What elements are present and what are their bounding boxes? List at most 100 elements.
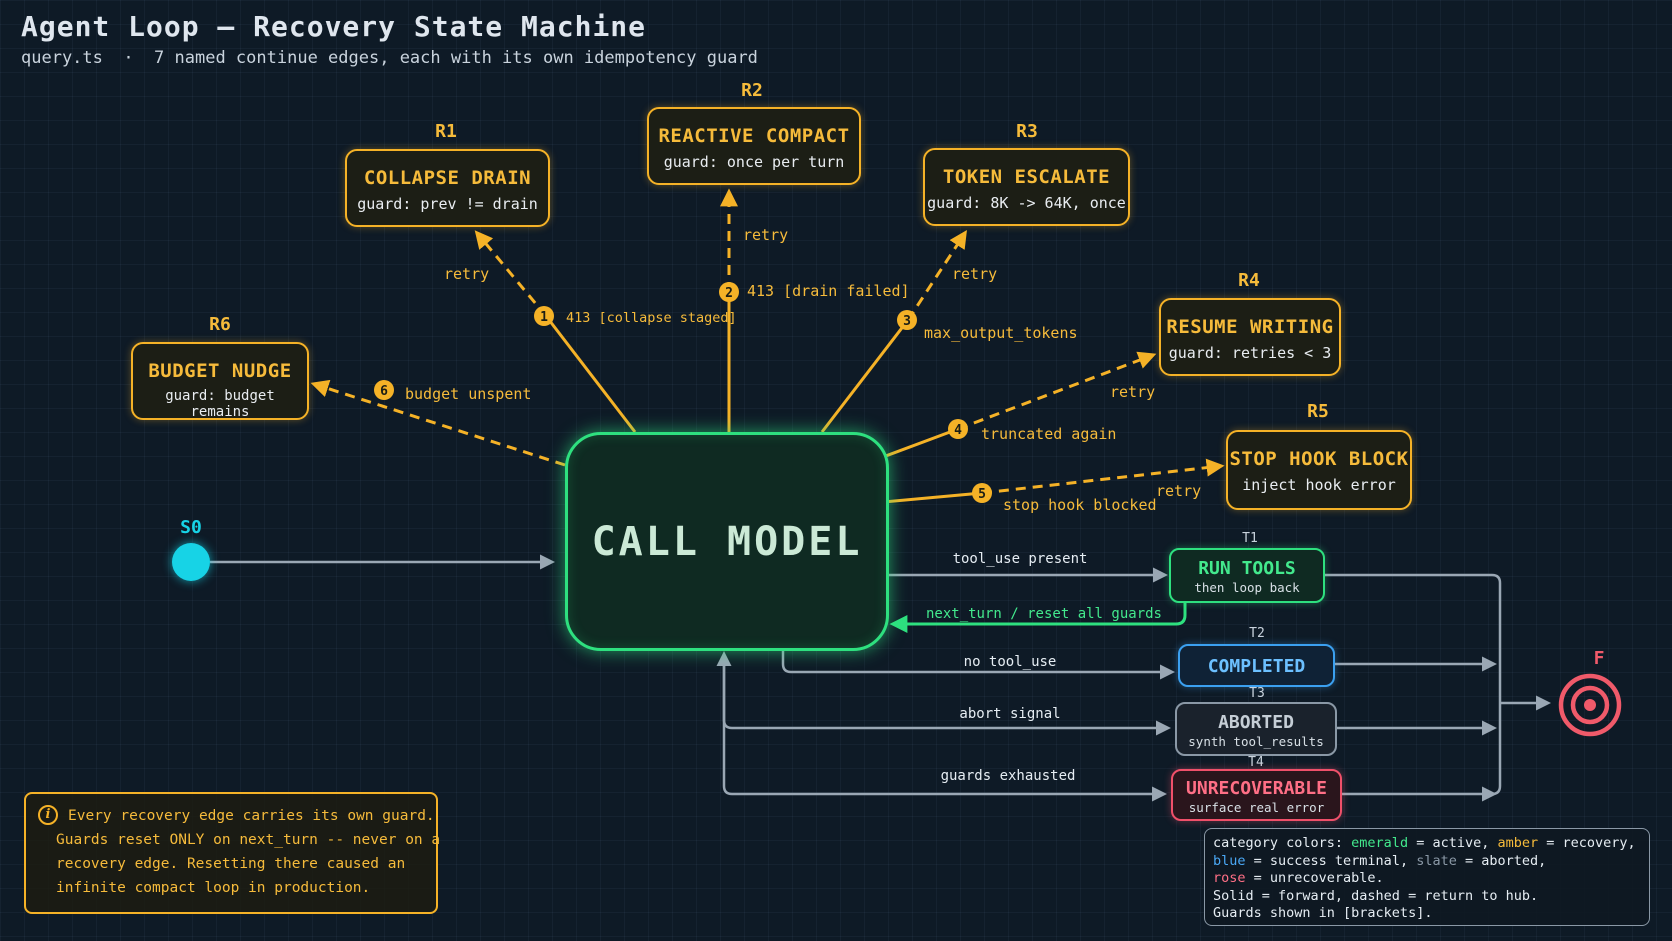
node-r3-guard: guard: 8K -> 64K, once xyxy=(927,194,1126,212)
node-t1-sub: then loop back xyxy=(1194,580,1300,595)
node-r6[interactable]: BUDGET NUDGE guard: budget remains xyxy=(131,342,309,420)
start-node[interactable] xyxy=(172,543,210,581)
svg-text:3: 3 xyxy=(903,314,911,329)
legend-line-2: blue = success terminal, slate = aborted… xyxy=(1213,852,1547,869)
node-r1[interactable]: COLLAPSE DRAIN guard: prev != drain xyxy=(345,149,550,227)
node-t4-label: T4 xyxy=(1248,755,1264,770)
edge-label-6: budget unspent xyxy=(405,385,531,403)
warning-note: i Every recovery edge carries its own gu… xyxy=(24,792,441,914)
svg-text:1: 1 xyxy=(540,310,548,325)
edge-label-5: stop hook blocked xyxy=(1003,496,1157,514)
edge-badge-3: 3 xyxy=(897,310,917,330)
edge-label-4: truncated again xyxy=(981,425,1116,443)
note-line-2: Guards reset ONLY on next_turn -- never … xyxy=(56,832,441,848)
edge-label-2: 413 [drain failed] xyxy=(747,282,910,300)
edge-r5-forward xyxy=(882,491,983,504)
node-t4-title: UNRECOVERABLE xyxy=(1186,778,1327,799)
edge-label-1: 413 [collapse staged] xyxy=(566,310,737,326)
node-t4-sub: surface real error xyxy=(1188,800,1325,815)
legend-line-1: category colors: emerald = active, amber… xyxy=(1213,835,1636,851)
node-r6-title: BUDGET NUDGE xyxy=(148,360,292,382)
node-r1-title: COLLAPSE DRAIN xyxy=(363,167,532,189)
node-r2-guard: guard: once per turn xyxy=(663,153,845,171)
info-icon: i xyxy=(38,805,58,825)
edge-t1-final xyxy=(1324,573,1502,796)
edge-r1-forward xyxy=(544,315,637,433)
svg-text:4: 4 xyxy=(954,423,962,438)
node-r4[interactable]: RESUME WRITING guard: retries < 3 xyxy=(1159,298,1341,376)
node-t3-sub: synth tool_results xyxy=(1188,734,1324,749)
node-t1[interactable]: RUN TOOLS then loop back xyxy=(1169,548,1325,603)
edge-label-exhausted: guards exhausted xyxy=(941,768,1076,784)
node-t3-label: T3 xyxy=(1249,686,1265,701)
final-label: F xyxy=(1593,648,1605,669)
page-subtitle: query.ts · 7 named continue edges, each … xyxy=(21,48,758,68)
edge-label-next-turn: next_turn / reset all guards xyxy=(926,606,1162,622)
edge-badge-5: 5 xyxy=(972,483,992,503)
edge-retry-1: retry xyxy=(444,265,489,283)
edge-label-abort: abort signal xyxy=(959,706,1060,722)
node-r5-title: STOP HOOK BLOCK xyxy=(1229,448,1409,470)
node-r5-guard: inject hook error xyxy=(1242,476,1396,494)
note-line-4: infinite compact loop in production. xyxy=(56,880,371,896)
edge-badge-1: 1 xyxy=(534,306,554,326)
node-r4-title: RESUME WRITING xyxy=(1166,316,1334,338)
edge-label-3: max_output_tokens xyxy=(924,324,1078,342)
node-r2-label: R2 xyxy=(741,80,763,101)
node-t2[interactable]: COMPLETED xyxy=(1178,644,1335,687)
node-r2-title: REACTIVE COMPACT xyxy=(658,125,850,147)
node-t2-title: COMPLETED xyxy=(1207,656,1306,677)
node-t3-title: ABORTED xyxy=(1218,712,1294,733)
call-model-label: CALL MODEL xyxy=(591,518,863,565)
node-t4[interactable]: UNRECOVERABLE surface real error xyxy=(1171,769,1342,821)
node-r6-guard: guard: budget remains xyxy=(165,388,275,420)
edge-next-turn xyxy=(889,602,1187,633)
edge-retry-5: retry xyxy=(1156,482,1201,500)
node-t2-label: T2 xyxy=(1249,626,1265,641)
edge-r5-retry xyxy=(981,458,1225,495)
edge-badge-4: 4 xyxy=(948,419,968,439)
edge-r1-retry xyxy=(474,230,548,317)
edge-badge-2: 2 xyxy=(719,282,739,302)
node-t3[interactable]: ABORTED synth tool_results xyxy=(1175,702,1337,756)
edge-no-tool-use xyxy=(781,645,1175,680)
edge-guards-exhausted xyxy=(722,720,1167,802)
node-r2[interactable]: REACTIVE COMPACT guard: once per turn xyxy=(647,107,861,185)
node-r3-label: R3 xyxy=(1016,121,1038,142)
call-model-hub[interactable]: CALL MODEL xyxy=(565,432,889,651)
edge-r4-forward xyxy=(882,427,959,459)
edge-r3-retry xyxy=(906,229,967,321)
svg-text:5: 5 xyxy=(978,487,986,502)
node-r1-guard: guard: prev != drain xyxy=(357,195,538,213)
node-t1-title: RUN TOOLS xyxy=(1198,558,1296,579)
edge-r4-retry xyxy=(957,351,1157,431)
page-title: Agent Loop — Recovery State Machine xyxy=(21,10,647,43)
edge-retry-2: retry xyxy=(743,226,788,244)
node-r6-label: R6 xyxy=(209,314,231,335)
node-t1-label: T1 xyxy=(1242,531,1258,546)
edge-label-no-tool-use: no tool_use xyxy=(964,654,1057,670)
edge-r3-forward xyxy=(820,319,910,433)
edge-abort-signal xyxy=(722,660,1171,736)
node-r1-label: R1 xyxy=(435,121,457,142)
node-r5-label: R5 xyxy=(1307,401,1329,422)
svg-text:2: 2 xyxy=(725,286,733,301)
node-r3[interactable]: TOKEN ESCALATE guard: 8K -> 64K, once xyxy=(923,148,1130,226)
start-label: S0 xyxy=(180,517,202,538)
edge-label-tool-use: tool_use present xyxy=(953,551,1088,567)
legend-line-5: Guards shown in [brackets]. xyxy=(1213,905,1433,921)
svg-text:6: 6 xyxy=(380,384,388,399)
node-r5[interactable]: STOP HOOK BLOCK inject hook error xyxy=(1226,430,1412,510)
legend: category colors: emerald = active, amber… xyxy=(1204,828,1650,926)
legend-line-3: rose = unrecoverable. xyxy=(1213,870,1384,886)
legend-line-4: Solid = forward, dashed = return to hub. xyxy=(1213,887,1539,904)
note-line-1: Every recovery edge carries its own guar… xyxy=(68,808,435,824)
node-r4-guard: guard: retries < 3 xyxy=(1168,344,1332,362)
edge-r6 xyxy=(310,379,566,467)
edge-retry-4: retry xyxy=(1110,383,1155,401)
target-icon xyxy=(1558,673,1622,737)
note-line-3: recovery edge. Resetting there caused an xyxy=(56,856,406,872)
edge-badge-6: 6 xyxy=(374,380,394,400)
node-r3-title: TOKEN ESCALATE xyxy=(942,166,1111,188)
edge-retry-3: retry xyxy=(952,265,997,283)
